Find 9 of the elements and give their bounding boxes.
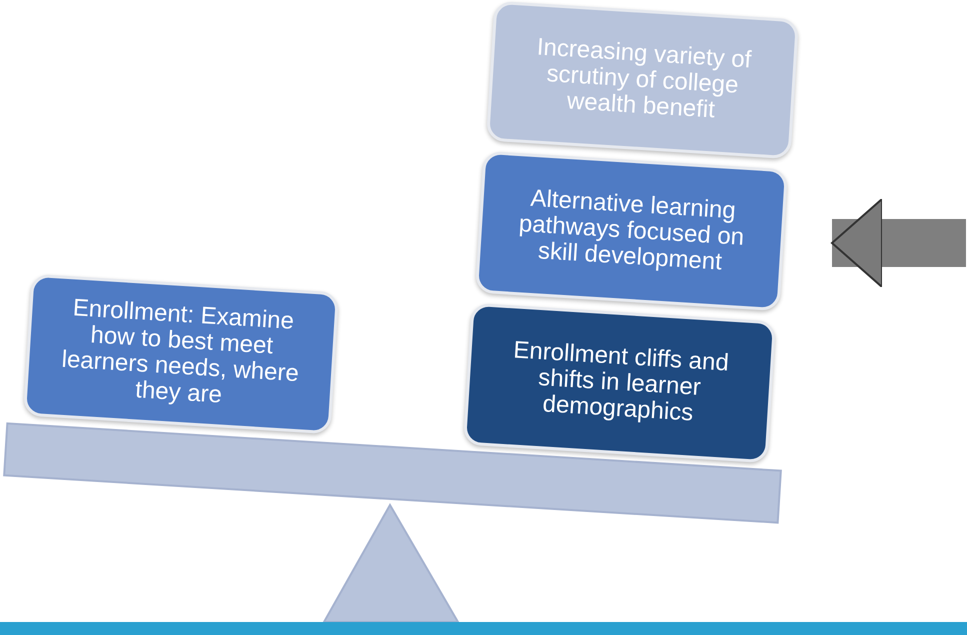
box-label: Enrollment: Examine how to best meet learners needs, where they are xyxy=(60,294,301,411)
text-box xyxy=(486,0,799,160)
text-box xyxy=(22,274,340,434)
text-box xyxy=(474,150,788,312)
box-label: Increasing variety of scrutiny of college wealth benefit xyxy=(535,33,754,126)
box-label: Enrollment cliffs and shifts in learner demographics xyxy=(512,336,731,429)
block-arrow xyxy=(831,198,966,288)
box-label: Alternative learning pathways focused on skill development xyxy=(517,184,746,278)
text-box xyxy=(462,302,776,464)
